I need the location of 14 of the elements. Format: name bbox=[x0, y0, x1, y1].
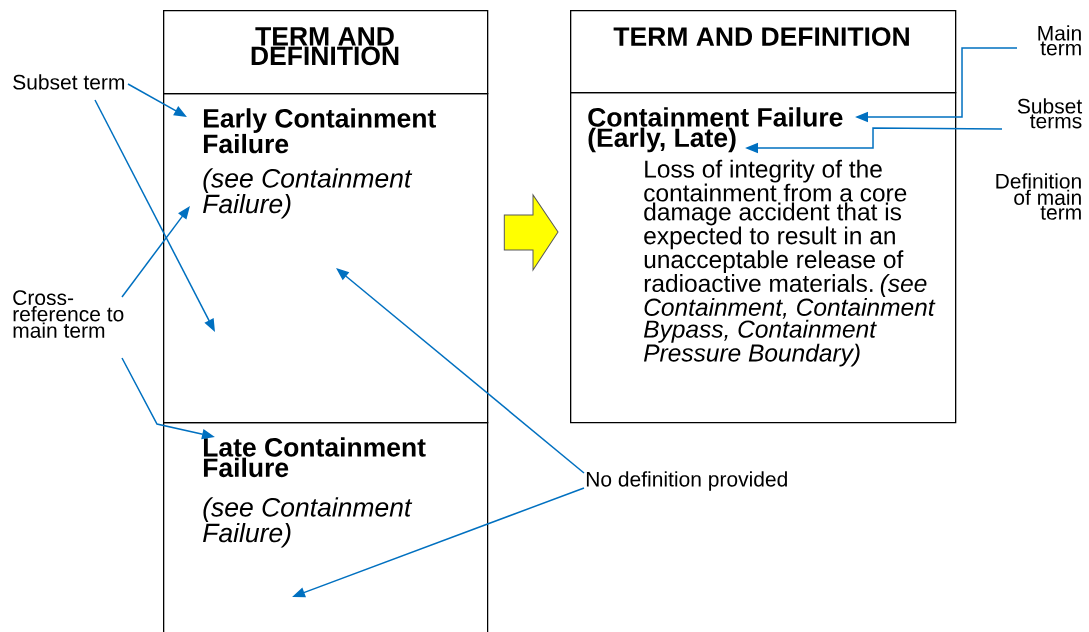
callout-text: Definition of main term bbox=[996, 173, 1081, 220]
table-cell: Containment Failure (Early, Late) Loss of integrity of the containment from a core damage accident that is expected to result in an unacceptable release of radioactive materials. (see Containment, Containment Bypass, Containment Pressure Boundary) bbox=[570, 92, 957, 424]
arrow bbox=[336, 268, 585, 474]
block-arrow bbox=[503, 194, 559, 271]
callout-text: Subset terms bbox=[1017, 98, 1083, 129]
callout-text: Cross-reference to main term bbox=[13, 290, 124, 338]
arrow bbox=[121, 206, 190, 298]
table-cell: Late Containment Failure (see Containment Failure) bbox=[163, 422, 489, 632]
callout-text: No definition provided bbox=[586, 471, 787, 491]
callout-text: Subset term bbox=[13, 74, 125, 90]
table-cell: Early Containment Failure (see Containment Failure) bbox=[163, 93, 489, 424]
header-cell: TERM AND DEFINITION bbox=[163, 10, 489, 95]
callout-text: Main term bbox=[1038, 25, 1081, 56]
header-cell: TERM AND DEFINITION bbox=[570, 10, 957, 94]
